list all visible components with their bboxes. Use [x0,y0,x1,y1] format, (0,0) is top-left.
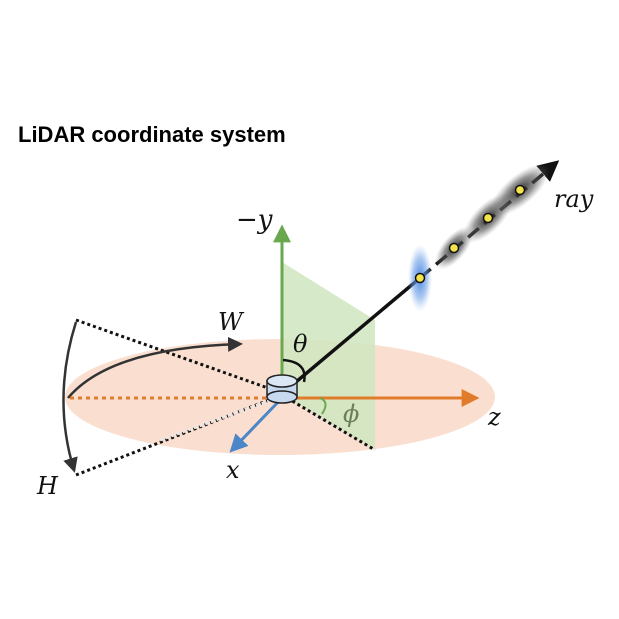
sample-point [514,184,526,196]
fov-upper-line [75,318,283,395]
h-label: H [36,472,59,500]
ray-label: ray [554,185,594,213]
lidar-sensor-icon [266,374,298,404]
fov-lower-line [75,393,283,477]
x-axis [229,398,282,453]
height-arc [62,321,78,473]
ray-solid [282,276,422,394]
sample-point [414,272,426,284]
phi-label: ϕ [343,400,359,428]
z-label: z [487,403,501,431]
x-label: x [226,456,240,484]
theta-arc [282,358,306,383]
phi-arc [319,397,327,415]
w-label: W [218,308,245,336]
azimuth-reference-line [281,393,376,452]
neg-y-label: −y [236,205,273,235]
sample-point [448,242,460,254]
sample-point [482,212,494,224]
width-arc [67,336,243,399]
diagram-title: LiDAR coordinate system [18,122,286,147]
theta-label: θ [293,330,308,358]
